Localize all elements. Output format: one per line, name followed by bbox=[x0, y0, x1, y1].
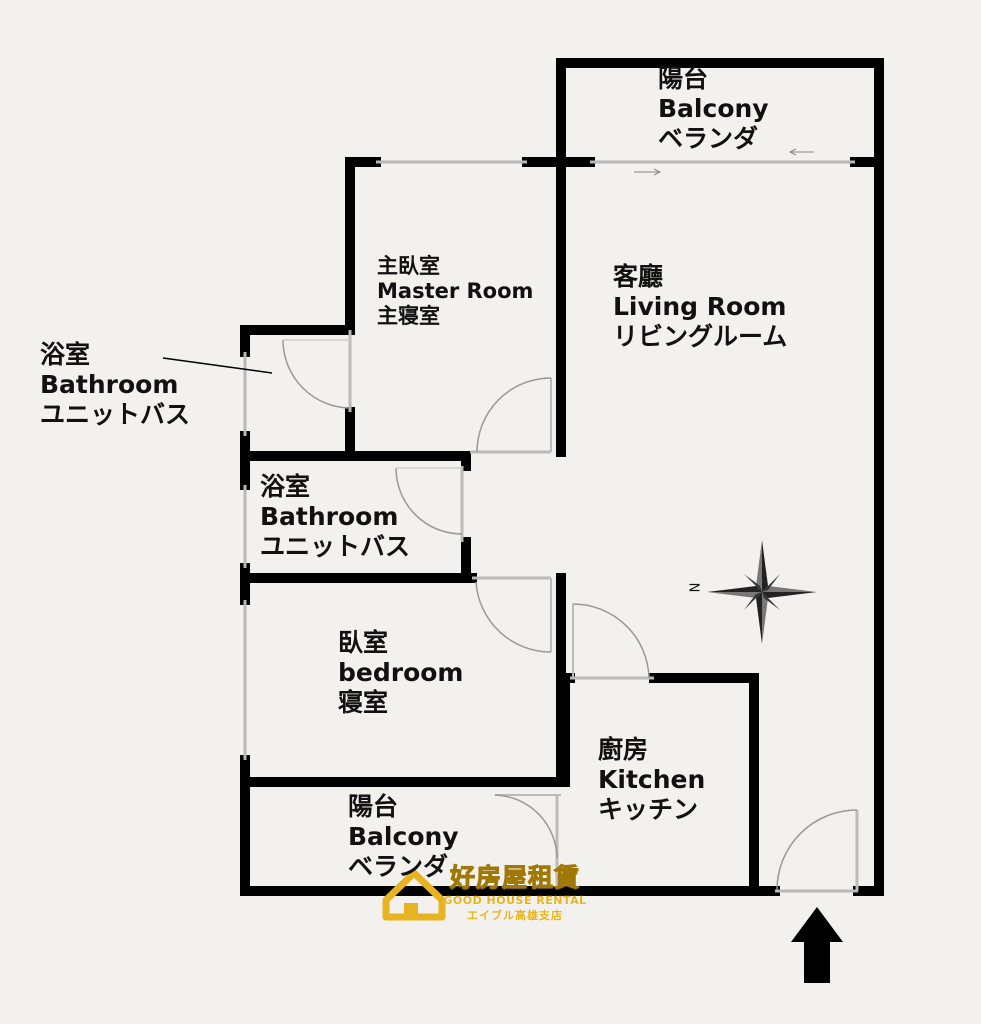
label-zh: 臥室 bbox=[338, 628, 389, 657]
doors bbox=[282, 330, 859, 892]
compass-rose bbox=[707, 540, 817, 644]
bathroom-leader-line bbox=[162, 357, 273, 374]
compass-north-label: N bbox=[685, 582, 701, 593]
label-ja: ベランダ bbox=[658, 124, 759, 153]
label-zh: 主臥室 bbox=[377, 254, 440, 278]
door-swing bbox=[475, 581, 552, 653]
label-zh: 浴室 bbox=[260, 472, 311, 501]
label-en: Balcony bbox=[348, 822, 459, 851]
label-ja: ユニットバス bbox=[260, 532, 411, 561]
door-swing bbox=[494, 794, 558, 859]
room-label-bedroom: 臥室 bedroom 寝室 bbox=[338, 628, 463, 718]
label-zh: 陽台 bbox=[348, 792, 399, 821]
label-en: Kitchen bbox=[598, 765, 706, 794]
label-en: bedroom bbox=[338, 658, 464, 687]
door-swing bbox=[282, 339, 351, 409]
watermark-house-icon bbox=[382, 869, 446, 921]
label-zh: 廚房 bbox=[598, 735, 649, 764]
room-label-balcony-top: 陽台 Balcony ベランダ bbox=[658, 64, 769, 154]
room-label-balcony-bottom: 陽台 Balcony ベランダ bbox=[348, 792, 459, 882]
label-en: Master Room bbox=[377, 279, 534, 304]
label-ja: キッチン bbox=[598, 795, 699, 824]
room-label-master-room: 主臥室 Master Room 主寝室 bbox=[377, 254, 533, 330]
label-ja: 主寝室 bbox=[377, 304, 440, 329]
room-label-kitchen: 廚房 Kitchen キッチン bbox=[598, 735, 705, 825]
sliding-door-arrows bbox=[634, 148, 814, 176]
door-swing bbox=[776, 809, 858, 891]
windows bbox=[243, 160, 858, 893]
label-zh: 浴室 bbox=[40, 340, 91, 369]
door-swing bbox=[476, 377, 552, 453]
label-ja: 寝室 bbox=[338, 688, 389, 717]
walls bbox=[240, 58, 884, 896]
room-label-bathroom-inner: 浴室 Bathroom ユニットバス bbox=[260, 472, 410, 562]
label-en: Bathroom bbox=[260, 502, 399, 531]
label-en: Balcony bbox=[658, 94, 769, 123]
label-ja: ベランダ bbox=[348, 852, 449, 881]
label-ja: リビングルーム bbox=[613, 322, 788, 351]
label-en: Living Room bbox=[613, 292, 787, 321]
door-swing bbox=[572, 603, 650, 679]
label-ja: ユニットバス bbox=[40, 400, 191, 429]
entrance-arrow-icon bbox=[791, 907, 843, 983]
label-en: Bathroom bbox=[40, 370, 179, 399]
label-zh: 陽台 bbox=[658, 64, 709, 93]
door-swing bbox=[395, 467, 463, 535]
room-label-bathroom-outer: 浴室 Bathroom ユニットバス bbox=[40, 340, 190, 430]
room-label-living-room: 客廳 Living Room リビングルーム bbox=[613, 262, 787, 352]
label-zh: 客廳 bbox=[613, 262, 664, 291]
